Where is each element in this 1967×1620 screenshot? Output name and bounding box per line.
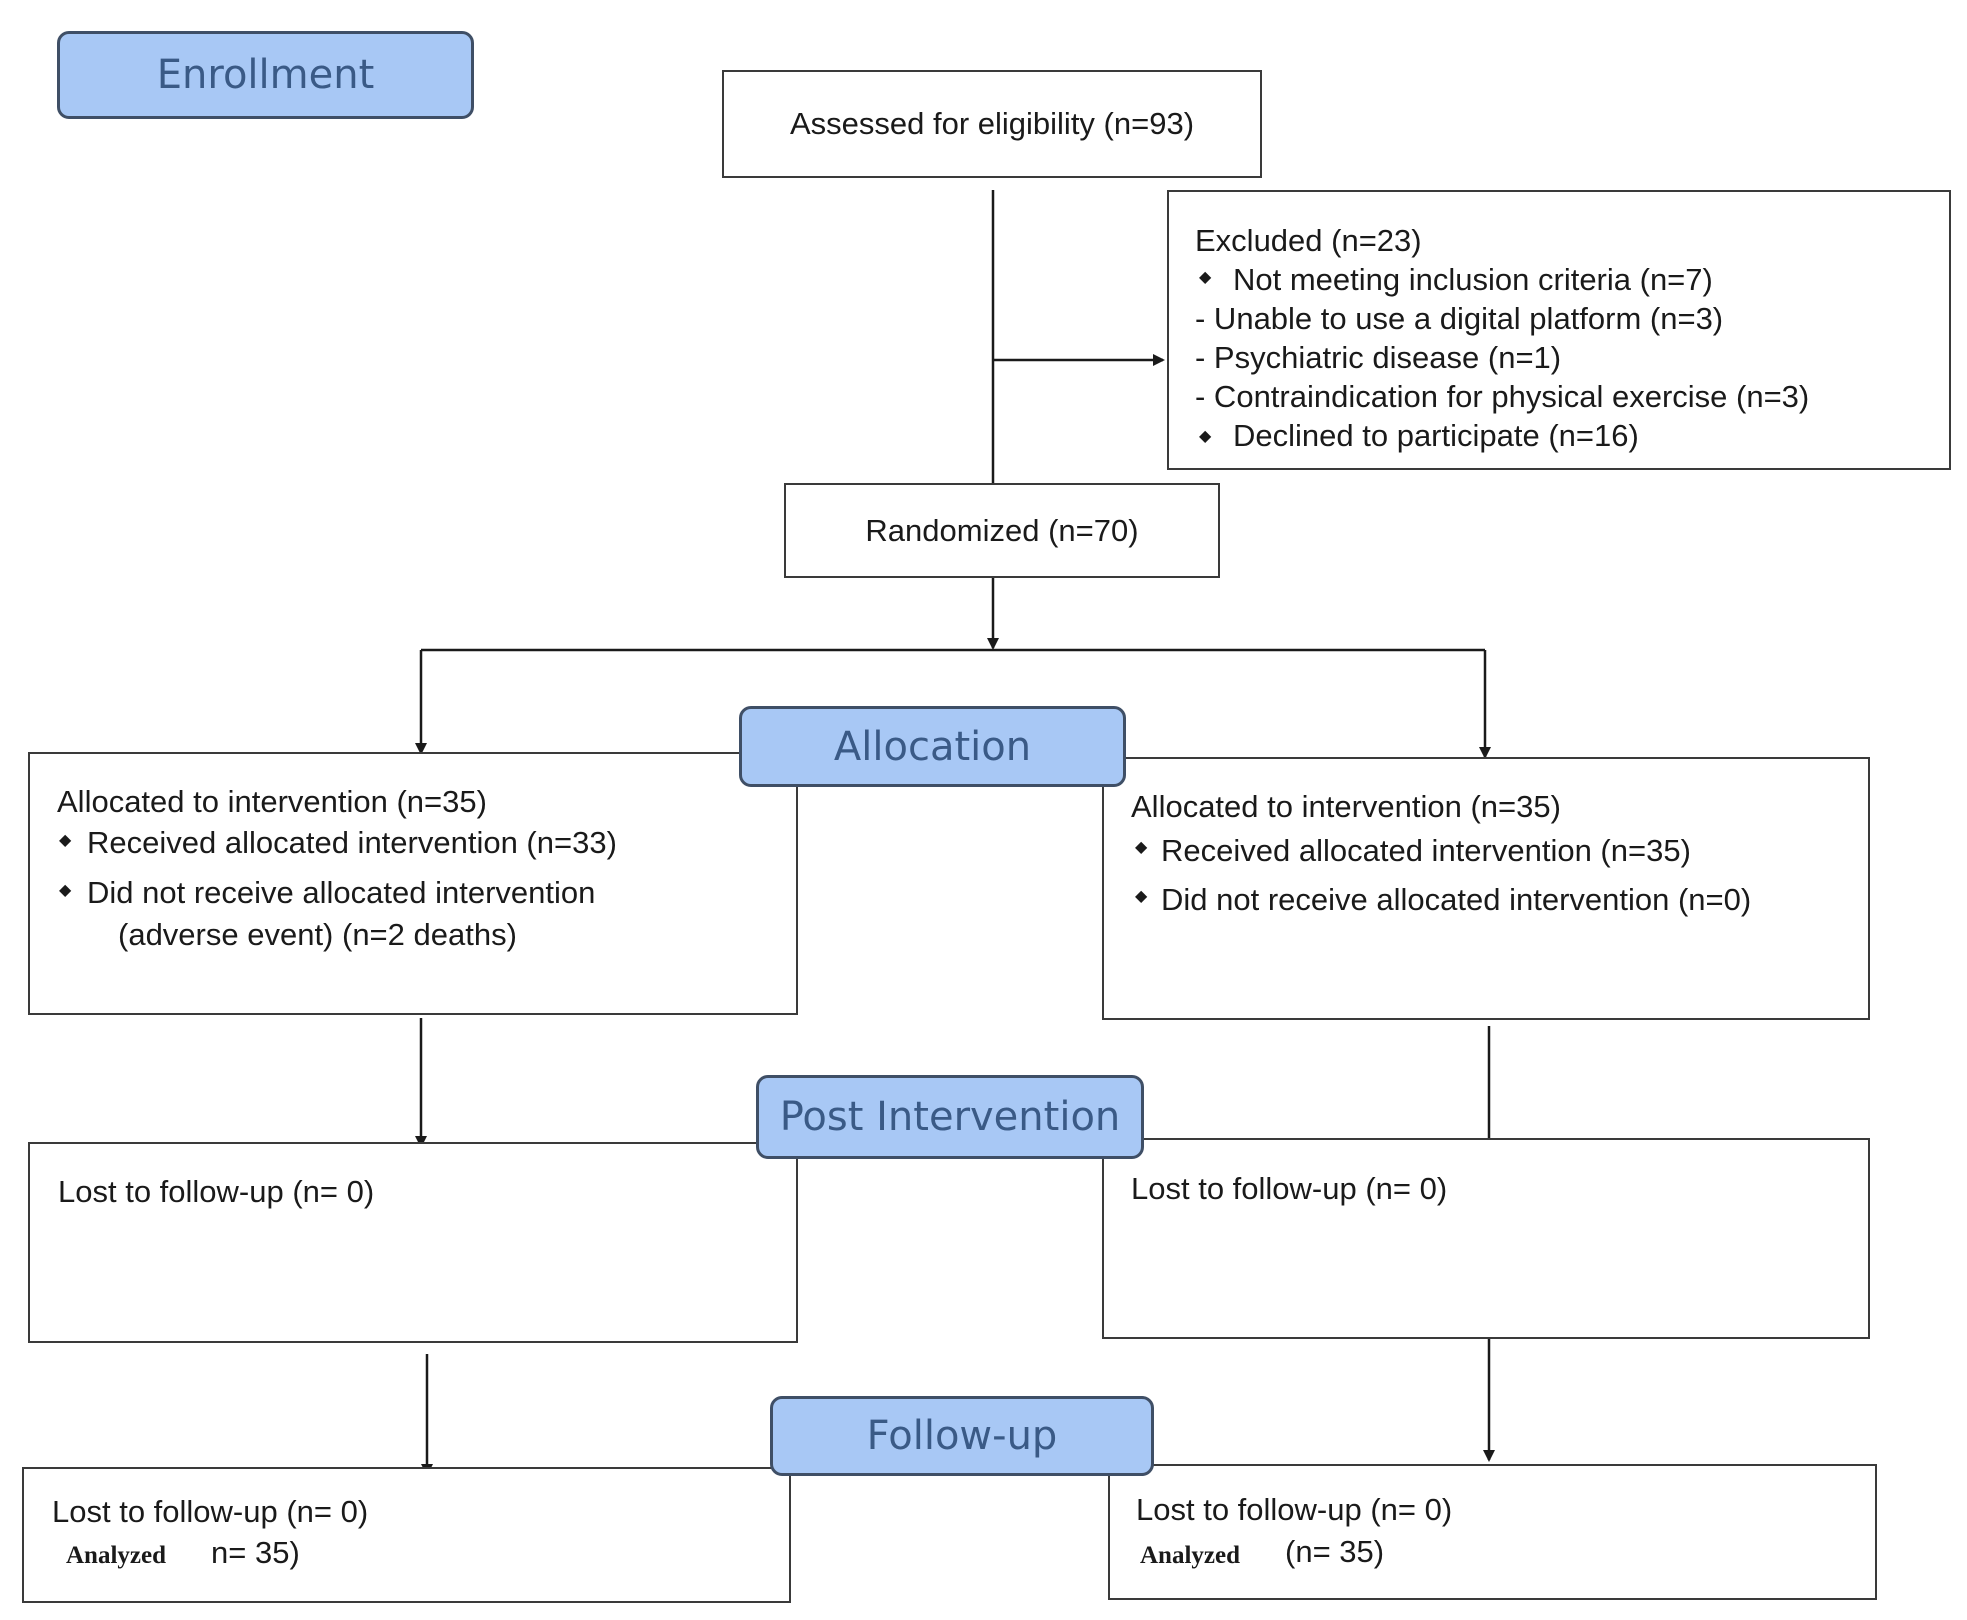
randomized-text: Randomized (n=70): [865, 512, 1139, 548]
bullet-icon: ◆: [1135, 839, 1148, 856]
follow-left-box: Lost to follow-up (n= 0) Analyzed n= 35): [22, 1467, 791, 1603]
assessed-text: Assessed for eligibility (n=93): [789, 106, 1195, 141]
allocation-left-not-received-detail: (adverse event) (n=2 deaths): [118, 917, 517, 952]
post-left-box: Lost to follow-up (n= 0): [28, 1142, 798, 1343]
excluded-item: - Contraindication for physical exercise…: [1195, 379, 1810, 414]
stage-follow-up-label: Follow-up: [770, 1396, 1154, 1476]
follow-right-analyzed-label: Analyzed: [1140, 1542, 1240, 1569]
post-left-lost: Lost to follow-up (n= 0): [58, 1174, 375, 1209]
allocation-right-title: Allocated to intervention (n=35): [1131, 789, 1561, 824]
follow-left-lost: Lost to follow-up (n= 0): [52, 1494, 369, 1529]
allocation-right-box: Allocated to intervention (n=35) ◆ Recei…: [1102, 757, 1870, 1020]
stage-allocation-text: Allocation: [833, 723, 1032, 770]
bullet-icon: ◆: [1135, 888, 1148, 905]
bullet-icon: ◆: [1199, 269, 1212, 286]
excluded-item: Declined to participate (n=16): [1233, 418, 1639, 453]
allocation-right-not-received: Did not receive allocated intervention (…: [1161, 882, 1752, 917]
allocation-left-title: Allocated to intervention (n=35): [57, 784, 487, 819]
excluded-item: Not meeting inclusion criteria (n=7): [1233, 262, 1713, 297]
stage-enrollment-text: Enrollment: [156, 52, 375, 98]
excluded-item: - Psychiatric disease (n=1): [1195, 340, 1562, 375]
allocation-right-received: Received allocated intervention (n=35): [1161, 833, 1691, 868]
allocation-left-not-received: Did not receive allocated intervention: [87, 875, 596, 910]
stage-follow-up-text: Follow-up: [866, 1413, 1058, 1459]
follow-right-analyzed-n: (n= 35): [1285, 1534, 1385, 1569]
follow-left-analyzed-n: n= 35): [211, 1535, 300, 1570]
assessed-box: Assessed for eligibility (n=93): [722, 70, 1262, 178]
follow-right-box: Lost to follow-up (n= 0) Analyzed (n= 35…: [1108, 1464, 1877, 1600]
follow-left-analyzed-label: Analyzed: [66, 1542, 166, 1569]
bullet-icon: ◆: [59, 882, 72, 899]
stage-post-intervention-label: Post Intervention: [756, 1075, 1144, 1159]
allocation-left-received: Received allocated intervention (n=33): [87, 825, 617, 860]
excluded-box: Excluded (n=23) ◆ Not meeting inclusion …: [1167, 190, 1951, 470]
randomized-box: Randomized (n=70): [784, 483, 1220, 578]
allocation-left-box: Allocated to intervention (n=35) ◆ Recei…: [28, 752, 798, 1015]
bullet-icon: ◆: [59, 832, 72, 849]
stage-post-intervention-text: Post Intervention: [779, 1094, 1121, 1140]
excluded-item: - Unable to use a digital platform (n=3): [1195, 301, 1724, 336]
excluded-title: Excluded (n=23): [1195, 223, 1422, 258]
post-right-box: Lost to follow-up (n= 0): [1102, 1138, 1870, 1339]
post-right-lost: Lost to follow-up (n= 0): [1131, 1171, 1448, 1206]
stage-allocation-label: Allocation: [739, 706, 1126, 787]
follow-right-lost: Lost to follow-up (n= 0): [1136, 1492, 1453, 1527]
bullet-icon: ◆: [1199, 428, 1212, 445]
stage-enrollment-label: Enrollment: [57, 31, 474, 119]
